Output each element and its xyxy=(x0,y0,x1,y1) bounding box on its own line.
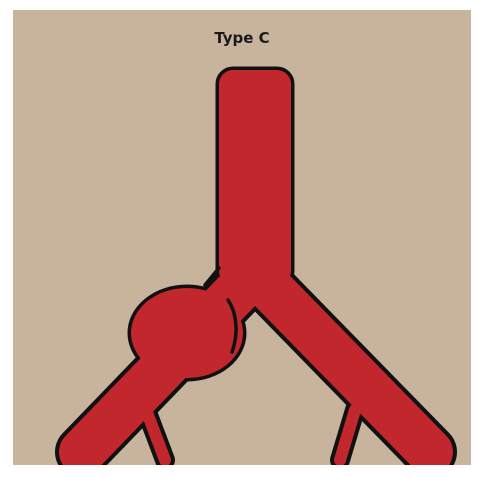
aneurysm-bulge xyxy=(131,288,243,378)
left-sub-branch xyxy=(148,415,165,460)
vessel-fill xyxy=(82,70,430,460)
right-sub-branch xyxy=(340,410,355,460)
